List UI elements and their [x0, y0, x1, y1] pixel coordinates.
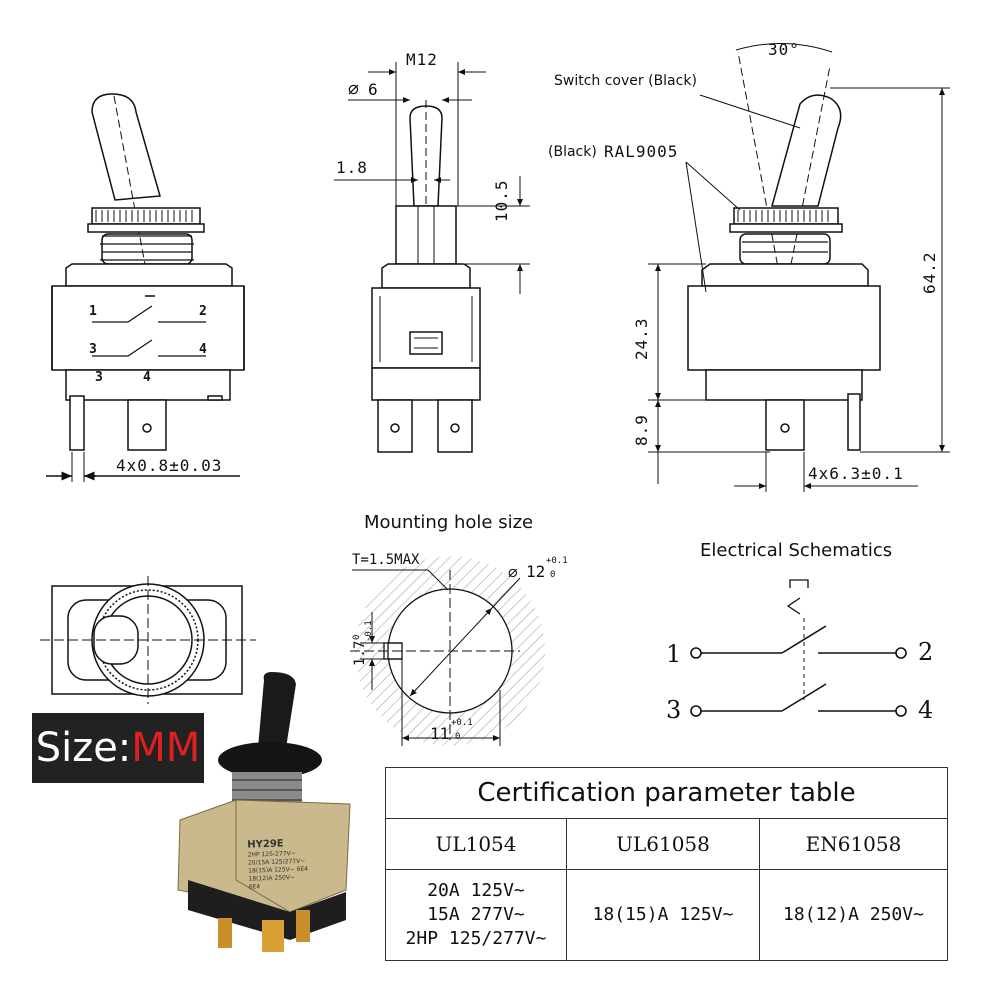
- schematic-title: Electrical Schematics: [700, 540, 893, 561]
- mounting-hole-drawing: [350, 556, 545, 746]
- hole-diameter-symbol: ⌀: [508, 562, 518, 581]
- mounting-hole-title: Mounting hole size: [364, 512, 534, 533]
- dim-bushing-height: 10.5: [492, 179, 511, 222]
- dim-hole-diameter-tol-upper: +0.1: [546, 556, 568, 566]
- cert-header-en61058: EN61058: [759, 818, 948, 870]
- dim-body-height: 24.3: [632, 317, 651, 360]
- front-terminal-label-2: 2: [199, 304, 207, 319]
- note-switch-cover: Switch cover (Black): [554, 73, 697, 89]
- dim-lever-diameter: 6: [368, 80, 379, 99]
- certification-table: Certification parameter table UL1054 UL6…: [385, 767, 948, 961]
- cert-cell-ul1054: 20A 125V~ 15A 277V~ 2HP 125/277V~: [385, 869, 567, 961]
- note-panel-thickness: T=1.5MAX: [352, 552, 420, 568]
- dim-terminal-width: 4x6.3±0.1: [808, 464, 904, 483]
- cert-cell-ul61058: 18(15)A 125V~: [566, 869, 760, 961]
- front-terminal-label-3b: 3: [95, 370, 103, 385]
- dim-thread: M12: [406, 50, 438, 69]
- product-photo: [177, 672, 351, 952]
- diameter-symbol: ⌀: [348, 78, 359, 99]
- note-color-code: RAL9005: [604, 142, 679, 161]
- note-color-prefix: (Black): [548, 144, 597, 160]
- cert-ul1054-line-1: 20A 125V~: [427, 880, 525, 901]
- dim-terminal-thickness: 4x0.8±0.03: [116, 456, 223, 475]
- size-unit: MM: [131, 725, 201, 771]
- cert-cell-en61058: 18(12)A 250V~: [759, 869, 948, 961]
- dim-terminal-length: 8.9: [632, 414, 651, 446]
- dim-hole-diameter-tol-lower: 0: [550, 570, 556, 580]
- cert-ul1054-line-3: 2HP 125/277V~: [405, 928, 547, 949]
- dim-angle: 30°: [768, 40, 800, 59]
- cert-table-title: Certification parameter table: [385, 767, 948, 819]
- schematic-terminal-3: 3: [666, 696, 682, 724]
- right-view: [648, 43, 950, 492]
- front-terminal-label-4: 4: [199, 342, 207, 357]
- product-label: HY29E 2HP 125-277V~ 20/15A 125/277V~ 18(…: [247, 836, 345, 891]
- schematic-terminal-1: 1: [666, 640, 682, 668]
- dim-hole-diameter: 12: [526, 562, 546, 581]
- dim-lever-tip: 1.8: [336, 158, 368, 177]
- cert-header-ul61058: UL61058: [566, 818, 760, 870]
- dim-hole-flat-tol-upper: +0.1: [451, 718, 473, 728]
- schematic-terminal-2: 2: [918, 638, 934, 666]
- side-view: [334, 62, 530, 453]
- front-terminal-label-4b: 4: [143, 370, 151, 385]
- dim-total-height: 64.2: [920, 251, 939, 294]
- front-view: [46, 93, 245, 482]
- front-terminal-label-3: 3: [89, 342, 97, 357]
- dim-key-tol-upper: 0: [352, 634, 362, 640]
- dim-hole-flat-tol-lower: 0: [455, 732, 461, 742]
- front-terminal-label-1: 1: [89, 304, 97, 319]
- cert-ul1054-line-2: 15A 277V~: [427, 904, 525, 925]
- cert-header-ul1054: UL1054: [385, 818, 567, 870]
- dim-key-width: 1.7: [352, 640, 368, 666]
- dim-hole-flat: 11: [430, 724, 450, 743]
- size-label: Size:: [35, 725, 132, 771]
- schematic-terminal-4: 4: [918, 696, 934, 724]
- dim-key-tol-lower: -0.1: [364, 620, 374, 642]
- electrical-schematic-drawing: [690, 579, 907, 717]
- top-view: [40, 576, 256, 704]
- size-badge: Size:MM: [32, 713, 204, 783]
